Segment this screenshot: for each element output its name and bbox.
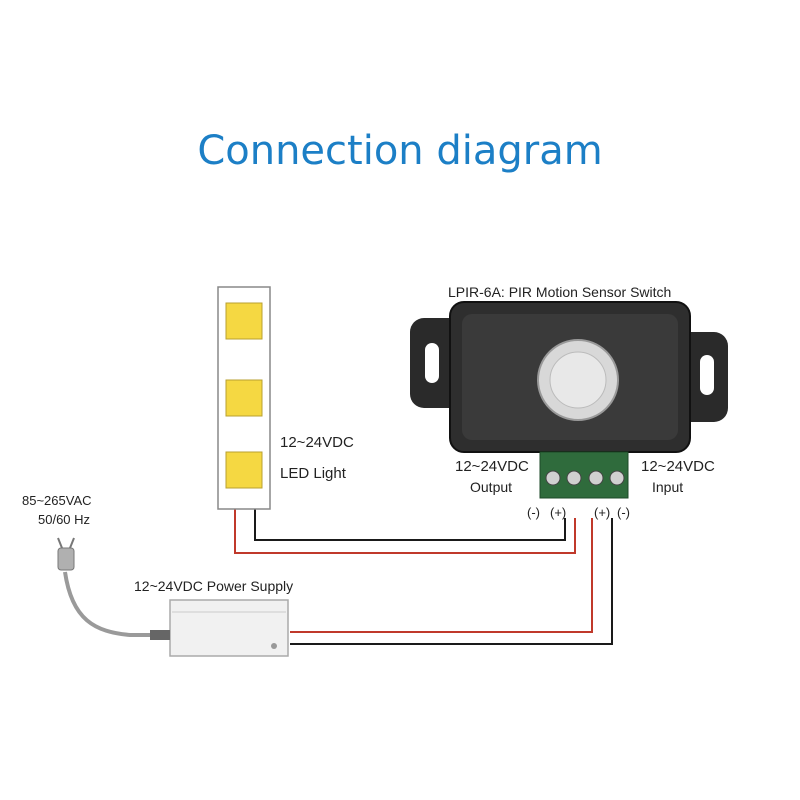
diagram-title: Connection diagram <box>197 128 603 174</box>
wire-led-positive <box>234 508 576 554</box>
led-voltage: 12~24VDC <box>280 434 354 451</box>
power-supply-label: 12~24VDC Power Supply <box>134 578 294 594</box>
wire-psu-positive <box>290 518 593 633</box>
wire-led-negative <box>254 508 566 541</box>
wire-psu-negative <box>290 518 613 645</box>
led-chip-2 <box>225 379 263 417</box>
terminal-output-positive: (+) <box>550 505 567 520</box>
input-voltage: 12~24VDC <box>641 458 715 475</box>
led-chip-1 <box>225 302 263 340</box>
pir-sensor-device <box>410 301 728 499</box>
mains-plug-icon <box>57 547 75 571</box>
led-label: LED Light <box>280 465 346 482</box>
led-chip-3 <box>225 451 263 489</box>
terminal-screw-2 <box>566 470 582 486</box>
terminal-screw-1 <box>545 470 561 486</box>
power-supply-unit <box>150 599 289 657</box>
mains-frequency: 50/60 Hz <box>38 512 91 527</box>
terminal-output-negative: (-) <box>527 505 540 520</box>
input-label: Input <box>652 479 684 495</box>
terminal-screw-3 <box>588 470 604 486</box>
terminal-input-negative: (-) <box>617 505 630 520</box>
terminal-input-positive: (+) <box>594 505 611 520</box>
output-label: Output <box>470 479 513 495</box>
terminal-screw-4 <box>609 470 625 486</box>
led-strip <box>217 286 271 510</box>
device-name: LPIR-6A: PIR Motion Sensor Switch <box>448 284 672 300</box>
mains-cable <box>57 537 150 637</box>
output-voltage: 12~24VDC <box>455 458 529 475</box>
mains-voltage: 85~265VAC <box>22 493 92 508</box>
wires <box>234 508 613 645</box>
